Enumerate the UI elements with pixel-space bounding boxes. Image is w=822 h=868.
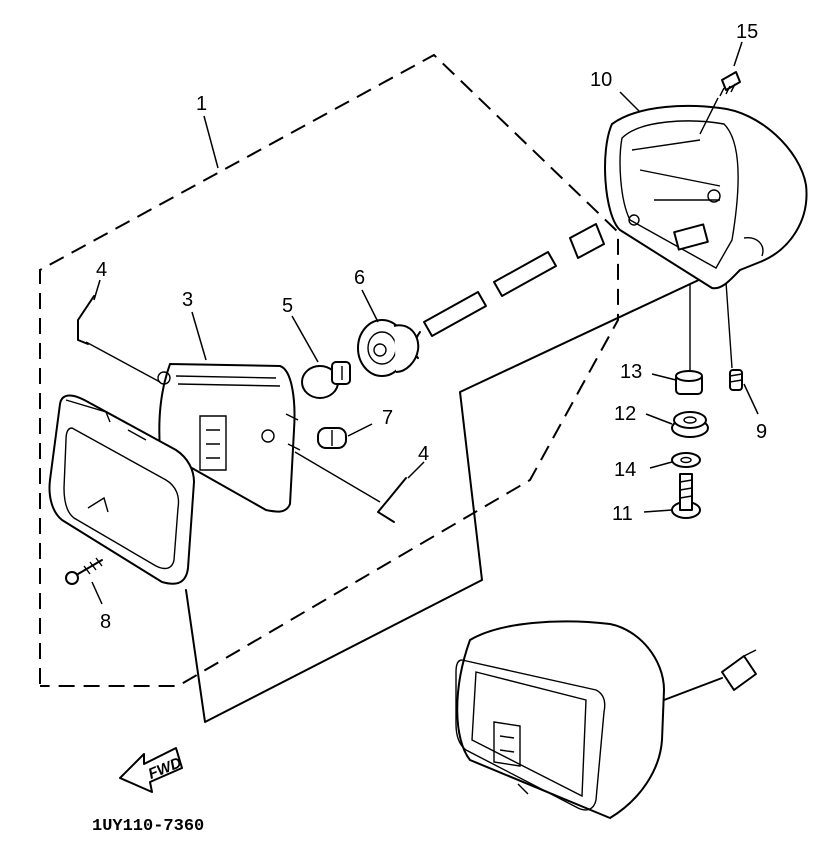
housing-part [604, 104, 808, 290]
clip-part-4b [377, 477, 407, 523]
clip-part-4a [77, 295, 95, 345]
callout-14: 14 [614, 459, 636, 481]
callout-8: 8 [100, 611, 111, 633]
callout-3: 3 [182, 289, 193, 311]
bolt-part-11 [671, 473, 701, 519]
callout-6: 6 [354, 267, 365, 289]
fwd-label: FWD [146, 754, 184, 783]
collar-part-13 [675, 370, 703, 395]
callout-9: 9 [756, 421, 767, 443]
callout-7: 7 [382, 407, 393, 429]
callout-12: 12 [614, 403, 636, 425]
assembled-headlight [455, 620, 757, 819]
housing-connection-lines [85, 269, 733, 723]
screw-part-8 [65, 557, 103, 585]
screw-part-15 [699, 71, 741, 135]
callout-15: 15 [736, 21, 758, 43]
socket-part [357, 319, 420, 377]
fwd-arrow [119, 747, 183, 793]
callout-5: 5 [282, 295, 293, 317]
drawing-code: 1UY110-7360 [92, 817, 204, 836]
callout-leaders [91, 41, 759, 605]
callout-10: 10 [590, 69, 612, 91]
callout-4-lower: 4 [418, 443, 429, 465]
grommet-part-12 [671, 411, 709, 438]
callout-11: 11 [612, 503, 633, 525]
callout-13: 13 [620, 361, 642, 383]
callout-4-upper: 4 [96, 259, 107, 281]
lens-unit-part [157, 363, 301, 513]
washer-part-14 [671, 452, 701, 468]
callout-1: 1 [196, 93, 207, 115]
bulb-part [301, 361, 351, 399]
rim-part [48, 394, 195, 585]
assembly-boundary [39, 53, 619, 687]
small-bulb-part [317, 427, 347, 449]
screw-part-9 [729, 369, 743, 391]
